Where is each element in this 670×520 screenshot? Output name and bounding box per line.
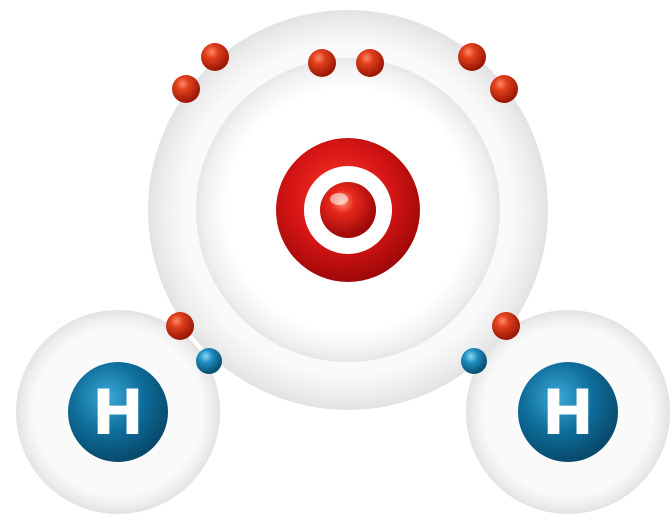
electron [201, 43, 229, 71]
oxygen-nucleus [276, 138, 420, 282]
hydrogen-left-label: H [92, 376, 144, 449]
electron [166, 312, 194, 340]
electron [458, 43, 486, 71]
electron [308, 49, 336, 77]
hydrogen-right-label: H [542, 376, 594, 449]
electron [461, 348, 487, 374]
electron [172, 75, 200, 103]
electron [492, 312, 520, 340]
hydrogen-left-nucleus: H [68, 362, 168, 462]
electron [490, 75, 518, 103]
hydrogen-right-nucleus: H [518, 362, 618, 462]
electron [356, 49, 384, 77]
electron [196, 348, 222, 374]
